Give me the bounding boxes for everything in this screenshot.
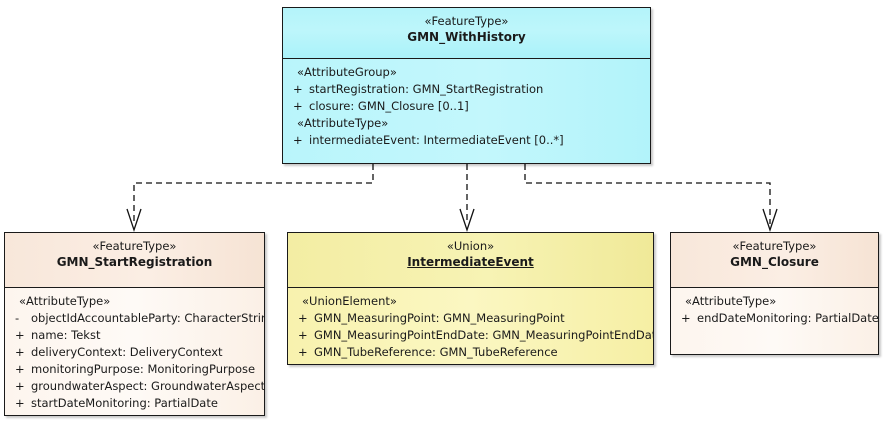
class-body-gmn-withhistory: «AttributeGroup» + startRegistration: GM… <box>283 59 650 163</box>
attribute-visibility: + <box>15 345 25 359</box>
attribute-row[interactable]: + closure: GMN_Closure [0..1] <box>283 98 650 115</box>
attribute-visibility: + <box>298 345 308 359</box>
class-box-intermediateevent[interactable]: «Union» IntermediateEvent «UnionElement»… <box>287 232 654 365</box>
attribute-row[interactable]: + endDateMonitoring: PartialDate <box>671 310 878 327</box>
attribute-text: GMN_MeasuringPoint: GMN_MeasuringPoint <box>314 311 565 325</box>
attribute-visibility: + <box>15 328 25 342</box>
class-stereotype: «FeatureType» <box>424 14 509 28</box>
attribute-text: startRegistration: GMN_StartRegistration <box>309 82 544 96</box>
compartment-label-attributetype: «AttributeType» <box>685 294 777 308</box>
compartment-label-attributetype: «AttributeType» <box>297 116 389 130</box>
class-stereotype: «FeatureType» <box>92 239 177 253</box>
attribute-row[interactable]: + GMN_MeasuringPointEndDate: GMN_Measuri… <box>288 327 653 344</box>
connector-dependency-to-intermediateevent <box>459 164 475 233</box>
class-stereotype: «FeatureType» <box>732 239 817 253</box>
attribute-text: GMN_MeasuringPointEndDate: GMN_Measuring… <box>314 328 654 342</box>
attribute-row[interactable]: + startDateMonitoring: PartialDate <box>5 395 264 412</box>
class-name: IntermediateEvent <box>407 255 534 269</box>
attribute-visibility: + <box>298 311 308 325</box>
attribute-text: deliveryContext: DeliveryContext <box>31 345 223 359</box>
attribute-row[interactable]: + monitoringPurpose: MonitoringPurpose <box>5 361 264 378</box>
connector-dependency-to-closure <box>524 164 778 233</box>
attribute-text: GMN_TubeReference: GMN_TubeReference <box>314 345 558 359</box>
class-header-gmn-withhistory: «FeatureType» GMN_WithHistory <box>283 8 650 59</box>
attribute-row[interactable]: + groundwaterAspect: GroundwaterAspect <box>5 378 264 395</box>
attribute-row[interactable]: + deliveryContext: DeliveryContext <box>5 344 264 361</box>
connector-dependency-to-startregistration <box>126 164 374 233</box>
class-box-gmn-startregistration[interactable]: «FeatureType» GMN_StartRegistration «Att… <box>4 232 265 416</box>
class-box-gmn-withhistory[interactable]: «FeatureType» GMN_WithHistory «Attribute… <box>282 7 651 164</box>
class-body-gmn-closure: «AttributeType» + endDateMonitoring: Par… <box>671 288 878 354</box>
attribute-visibility: + <box>293 82 303 96</box>
attribute-row[interactable]: + GMN_MeasuringPoint: GMN_MeasuringPoint <box>288 310 653 327</box>
attribute-text: objectIdAccountableParty: CharacterStrin… <box>31 311 265 325</box>
attribute-visibility: + <box>681 311 691 325</box>
attribute-row[interactable]: + intermediateEvent: IntermediateEvent [… <box>283 132 650 149</box>
class-header-gmn-startregistration: «FeatureType» GMN_StartRegistration <box>5 233 264 288</box>
compartment-label-unionelement: «UnionElement» <box>302 294 397 308</box>
attribute-text: endDateMonitoring: PartialDate <box>697 311 879 325</box>
class-header-gmn-closure: «FeatureType» GMN_Closure <box>671 233 878 288</box>
class-stereotype: «Union» <box>446 239 495 253</box>
attribute-text: startDateMonitoring: PartialDate <box>31 396 218 410</box>
class-name: GMN_Closure <box>730 255 819 269</box>
attribute-visibility: + <box>15 396 25 410</box>
attribute-text: intermediateEvent: IntermediateEvent [0.… <box>309 133 564 147</box>
class-header-intermediateevent: «Union» IntermediateEvent <box>288 233 653 288</box>
attribute-text: name: Tekst <box>31 328 101 342</box>
attribute-visibility: + <box>298 328 308 342</box>
attribute-visibility: + <box>15 362 25 376</box>
attribute-text: closure: GMN_Closure [0..1] <box>309 99 469 113</box>
attribute-row[interactable]: + GMN_TubeReference: GMN_TubeReference <box>288 344 653 361</box>
attribute-visibility: + <box>293 99 303 113</box>
attribute-text: groundwaterAspect: GroundwaterAspect <box>31 379 265 393</box>
attribute-visibility: + <box>293 133 303 147</box>
attribute-visibility: - <box>15 311 20 325</box>
class-name: GMN_StartRegistration <box>56 255 213 269</box>
attribute-row[interactable]: - objectIdAccountableParty: CharacterStr… <box>5 310 264 327</box>
compartment-label-attributetype: «AttributeType» <box>19 294 111 308</box>
class-name: GMN_WithHistory <box>407 30 526 44</box>
class-body-gmn-startregistration: «AttributeType» - objectIdAccountablePar… <box>5 288 264 415</box>
class-box-gmn-closure[interactable]: «FeatureType» GMN_Closure «AttributeType… <box>670 232 879 355</box>
attribute-row[interactable]: + name: Tekst <box>5 327 264 344</box>
class-body-intermediateevent: «UnionElement» + GMN_MeasuringPoint: GMN… <box>288 288 653 364</box>
attribute-visibility: + <box>15 379 25 393</box>
compartment-label-attributegroup: «AttributeGroup» <box>297 65 397 79</box>
attribute-text: monitoringPurpose: MonitoringPurpose <box>31 362 256 376</box>
attribute-row[interactable]: + startRegistration: GMN_StartRegistrati… <box>283 81 650 98</box>
